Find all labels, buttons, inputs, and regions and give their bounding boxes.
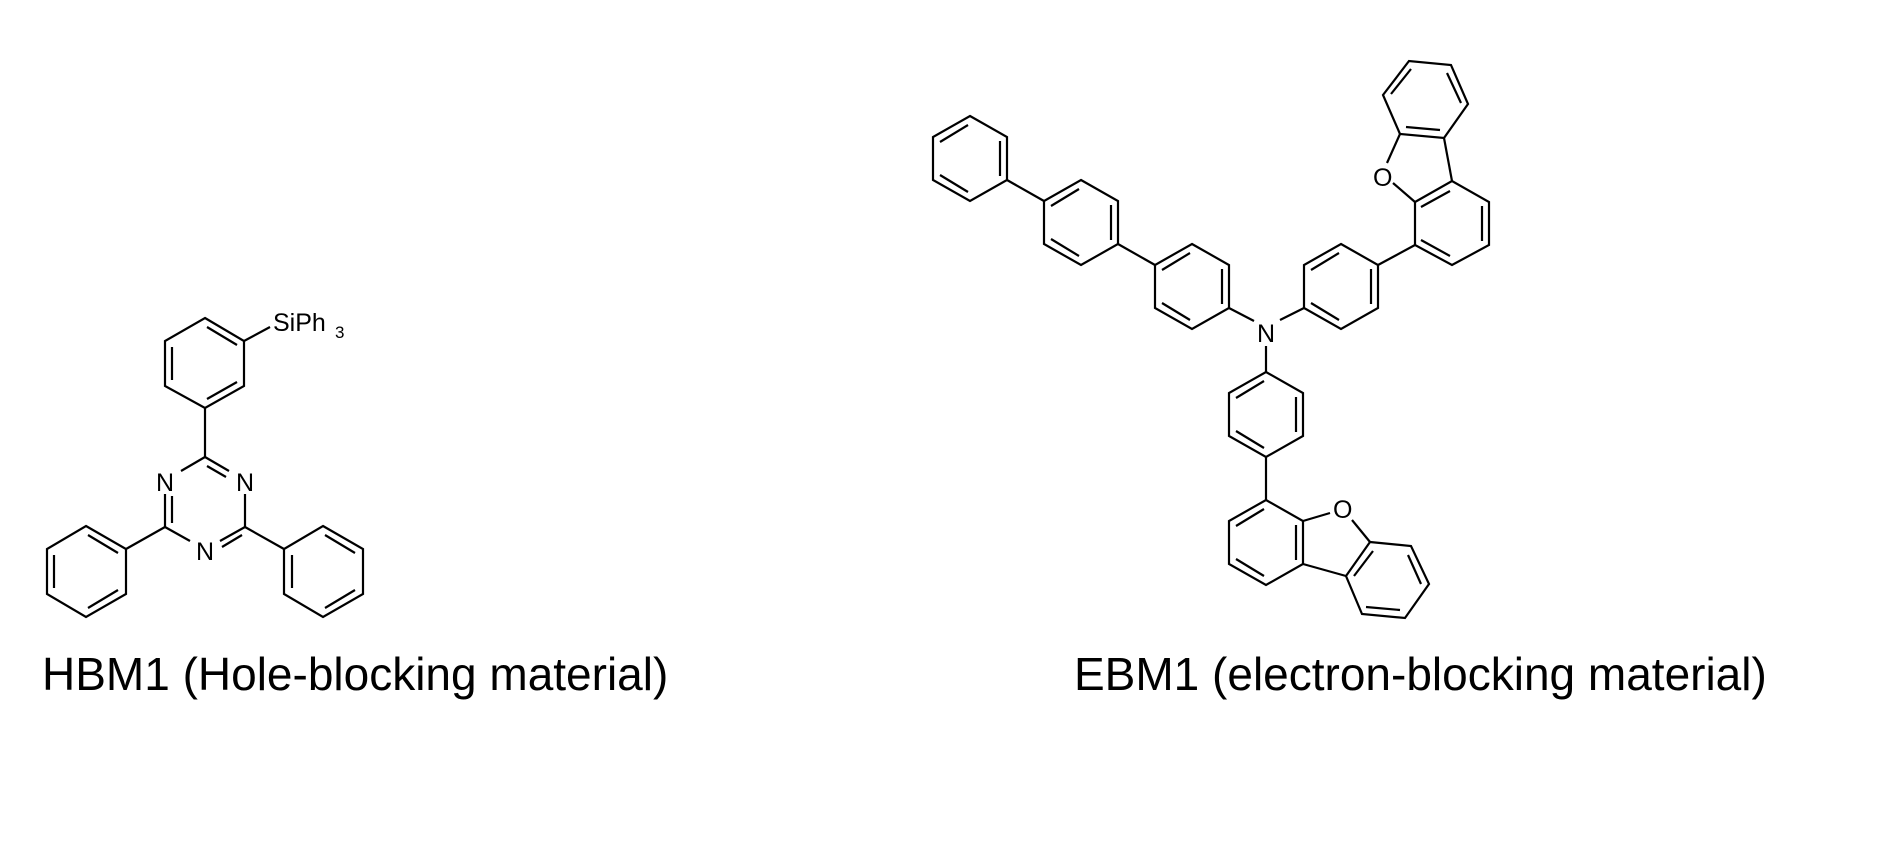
ebm1-middle-phenylene-ring bbox=[1042, 178, 1120, 267]
ebm1-n-phenylene-ring-bottom bbox=[1227, 370, 1305, 459]
ebm1-caption: EBM1 (electron-blocking material) bbox=[1074, 648, 1767, 700]
ebm1-d-dbf-bond bbox=[1377, 244, 1416, 266]
hbm1-left-phenyl-bond bbox=[125, 526, 166, 550]
ebm1-amine-n: N bbox=[1257, 320, 1275, 348]
hbm1-n-bottom: N bbox=[196, 538, 214, 566]
hbm1-si-bond bbox=[243, 326, 271, 342]
ebm1-ab-bond bbox=[1006, 179, 1045, 202]
ebm1-terminal-phenyl-ring bbox=[931, 114, 1009, 203]
hbm1-caption: HBM1 (Hole-blocking material) bbox=[42, 648, 669, 700]
ebm1-n-phenylene-ring-left bbox=[1153, 242, 1231, 331]
hbm1-left-phenyl-ring bbox=[45, 524, 128, 619]
ebm1-bottom-dibenzofuran bbox=[1227, 498, 1431, 620]
hbm1-n-right: N bbox=[236, 469, 254, 497]
ebm1-oxygen-top: O bbox=[1373, 164, 1392, 192]
hbm1-siph-subscript: 3 bbox=[335, 323, 344, 342]
ebm1-nd-bond bbox=[1279, 307, 1305, 321]
hbm1-right-phenyl-ring bbox=[282, 524, 365, 619]
hbm1-triazine-ring bbox=[163, 456, 247, 548]
hbm1-siph-label: SiPh bbox=[273, 309, 326, 337]
hbm1-n-left: N bbox=[156, 469, 174, 497]
ebm1-cn-bond bbox=[1228, 307, 1255, 322]
ebm1-top-dibenzofuran bbox=[1381, 59, 1491, 267]
ebm1-n-phenylene-ring-right bbox=[1302, 242, 1380, 331]
hbm1-right-phenyl-bond bbox=[244, 526, 285, 550]
ebm1-oxygen-bottom: O bbox=[1333, 496, 1352, 524]
ebm1-bc-bond bbox=[1117, 243, 1156, 266]
